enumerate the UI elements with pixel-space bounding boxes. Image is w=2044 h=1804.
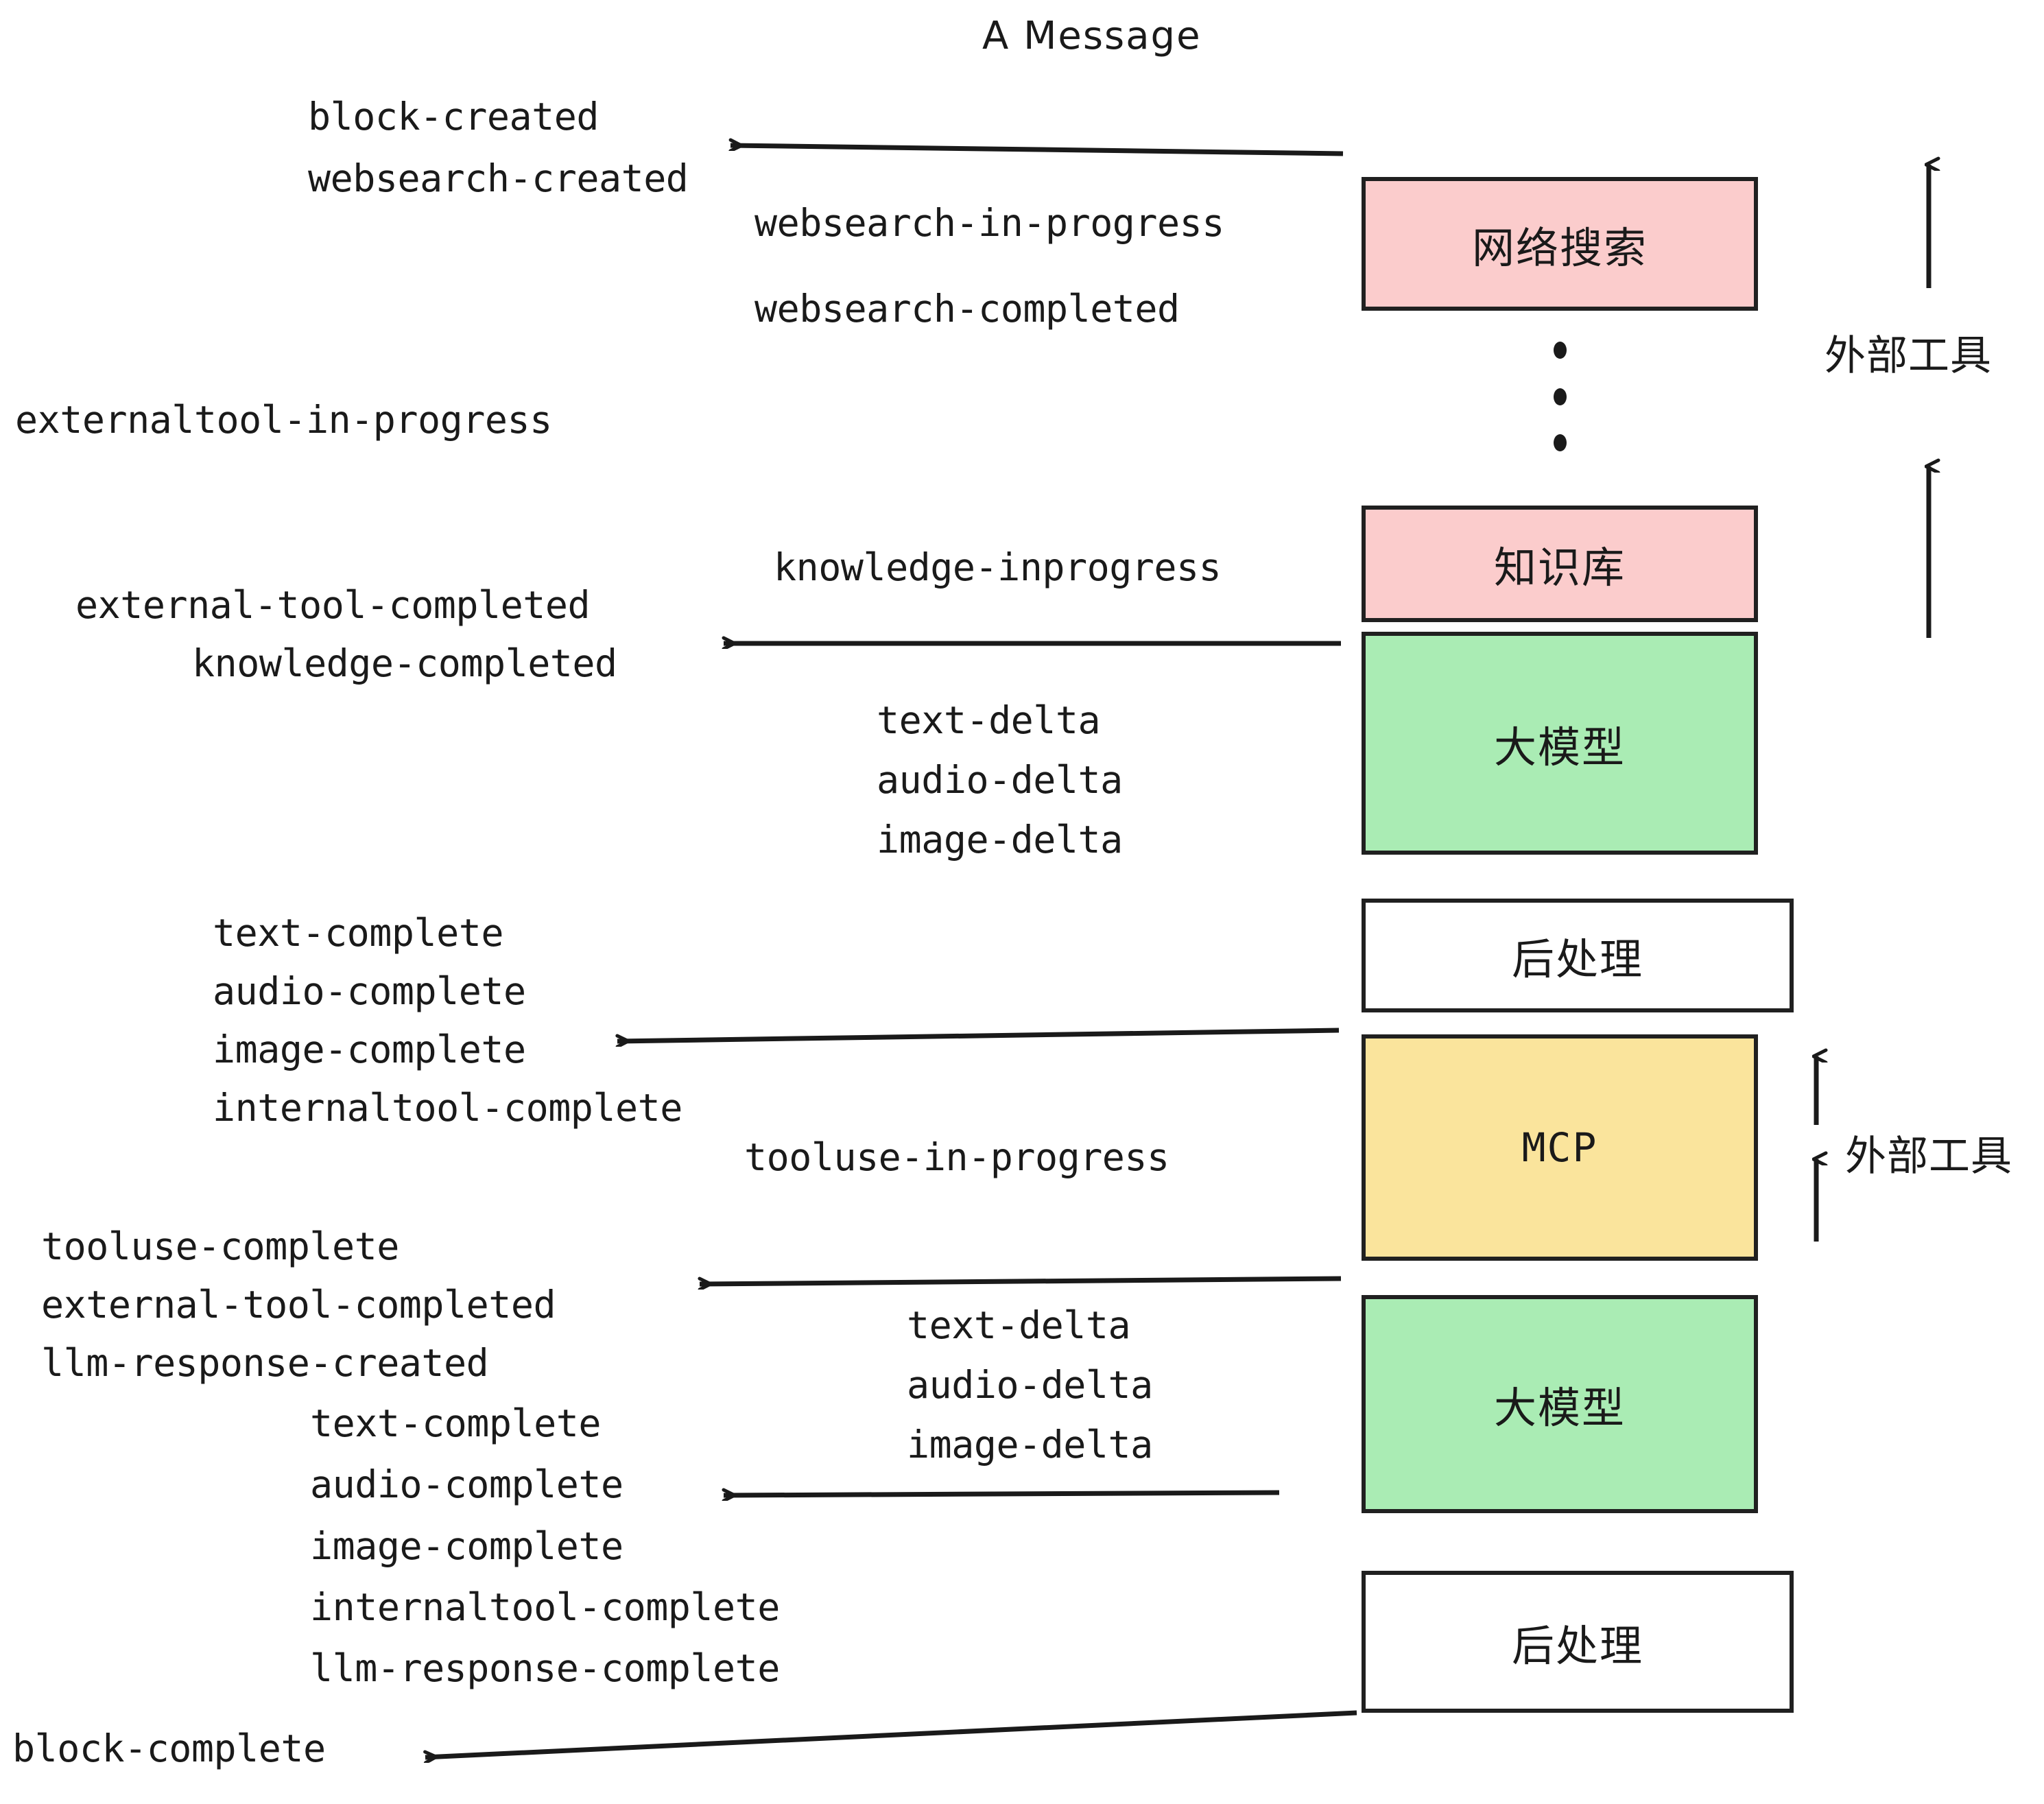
box-knowledge[interactable]: 知识库 bbox=[1362, 506, 1758, 622]
event-audio-complete-1: audio-complete bbox=[213, 969, 526, 1013]
event-knowledge-inprogress: knowledge-inprogress bbox=[774, 545, 1222, 589]
event-image-complete-1: image-complete bbox=[213, 1028, 526, 1071]
dot-1 bbox=[1553, 342, 1567, 359]
event-external-tool-completed-2: external-tool-completed bbox=[41, 1283, 556, 1327]
box-llm-1-label: 大模型 bbox=[1493, 722, 1626, 772]
event-websearch-created: websearch-created bbox=[308, 156, 689, 200]
event-internaltool-complete-1: internaltool-complete bbox=[213, 1086, 682, 1130]
box-postprocess-1-label: 后处理 bbox=[1511, 934, 1643, 984]
diagram-title: A Message bbox=[982, 14, 1202, 58]
event-image-delta-1: image-delta bbox=[877, 818, 1123, 862]
event-text-delta-2: text-delta bbox=[907, 1303, 1131, 1347]
dot-2 bbox=[1553, 388, 1567, 405]
event-tooluse-complete: tooluse-complete bbox=[41, 1224, 399, 1268]
box-websearch-label: 网络搜索 bbox=[1471, 222, 1648, 273]
event-text-complete-1: text-complete bbox=[213, 911, 503, 955]
box-mcp[interactable]: MCP bbox=[1362, 1034, 1758, 1261]
event-externaltool-in-progress: externaltool-in-progress bbox=[15, 398, 552, 442]
ellipsis-vertical-dots bbox=[1552, 342, 1567, 451]
event-llm-response-complete: llm-response-complete bbox=[310, 1646, 780, 1690]
dot-3 bbox=[1553, 434, 1567, 451]
event-audio-delta-1: audio-delta bbox=[877, 758, 1123, 802]
external-tool-top-text: 外部工具 bbox=[1825, 332, 1992, 380]
arrow-postprocess1-to-imagecomplete bbox=[617, 1028, 1340, 1041]
event-tooluse-in-progress: tooluse-in-progress bbox=[744, 1135, 1169, 1179]
arrow-mcp-to-tooluse-complete bbox=[700, 1276, 1342, 1284]
box-postprocess-1[interactable]: 后处理 bbox=[1362, 899, 1794, 1012]
box-llm-1[interactable]: 大模型 bbox=[1362, 632, 1758, 855]
box-llm-2-label: 大模型 bbox=[1493, 1383, 1626, 1433]
event-audio-complete-2: audio-complete bbox=[310, 1462, 623, 1506]
event-image-complete-2: image-complete bbox=[310, 1524, 623, 1568]
box-postprocess-2-label: 后处理 bbox=[1511, 1620, 1643, 1671]
box-mcp-label: MCP bbox=[1521, 1124, 1598, 1171]
event-audio-delta-2: audio-delta bbox=[907, 1363, 1153, 1407]
box-websearch[interactable]: 网络搜索 bbox=[1362, 177, 1758, 311]
event-llm-response-created: llm-response-created bbox=[41, 1341, 489, 1385]
event-external-tool-completed-1: external-tool-completed bbox=[75, 583, 591, 627]
arrow-websearch-to-created bbox=[730, 145, 1344, 156]
event-block-complete: block-complete bbox=[12, 1726, 326, 1770]
box-postprocess-2[interactable]: 后处理 bbox=[1362, 1571, 1794, 1713]
event-block-created: block-created bbox=[308, 95, 599, 139]
event-knowledge-completed: knowledge-completed bbox=[192, 641, 617, 685]
event-text-complete-2: text-complete bbox=[310, 1401, 601, 1445]
external-tool-label-top: 外部工具 bbox=[1825, 322, 1992, 382]
event-websearch-in-progress: websearch-in-progress bbox=[754, 201, 1224, 245]
box-llm-2[interactable]: 大模型 bbox=[1362, 1295, 1758, 1513]
event-internaltool-complete-2: internaltool-complete bbox=[310, 1585, 780, 1629]
external-tool-bottom-text: 外部工具 bbox=[1845, 1132, 2012, 1180]
arrow-llm2-to-audiocomplete bbox=[724, 1493, 1280, 1495]
arrow-postprocess2-to-blockcomplete bbox=[425, 1710, 1357, 1757]
box-knowledge-label: 知识库 bbox=[1493, 543, 1626, 593]
external-tool-label-bottom: 外部工具 bbox=[1845, 1123, 2012, 1183]
event-websearch-completed: websearch-completed bbox=[754, 287, 1180, 331]
event-text-delta-1: text-delta bbox=[877, 698, 1101, 742]
event-image-delta-2: image-delta bbox=[907, 1423, 1153, 1467]
